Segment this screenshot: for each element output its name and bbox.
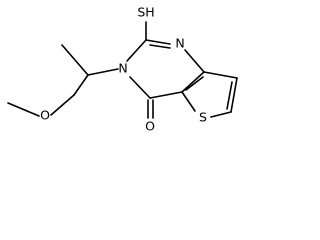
- bond-s-c4a: [181, 91, 196, 112]
- bond-c6-s: [210, 111, 232, 118]
- bond-c4-n3: [129, 76, 151, 99]
- bond-ch2-o: [50, 94, 75, 116]
- bond-c7-c6-double: [226, 81, 233, 110]
- bond-c7a-c7: [203, 71, 238, 79]
- bond-ch-methyl: [61, 44, 89, 76]
- bond-c7-c6: [230, 77, 238, 113]
- bond-c4a-c7a-inner: [185, 76, 204, 91]
- thiol-label: SH: [137, 5, 154, 20]
- bond-ch-ch2: [73, 74, 89, 96]
- bond-c4a-c4: [149, 91, 183, 99]
- bond-c2-n1: [145, 39, 171, 45]
- bond-c7a-c4a: [181, 71, 205, 93]
- ring-nitrogen-top-label: N: [175, 36, 184, 51]
- bond-c2-n1-double: [149, 44, 171, 49]
- ring-nitrogen-left-label: N: [118, 61, 127, 76]
- bond-n3-ch: [87, 68, 119, 76]
- thiophene-sulfur-label: S: [199, 110, 207, 125]
- ether-oxygen-label: O: [40, 108, 50, 123]
- molecule-structure: SH N N S O O: [7, 5, 238, 134]
- bond-n1-c7a: [184, 49, 205, 73]
- bond-o-methyl: [7, 102, 40, 117]
- bond-c2-n3: [126, 39, 147, 62]
- carbonyl-oxygen-label: O: [145, 119, 155, 134]
